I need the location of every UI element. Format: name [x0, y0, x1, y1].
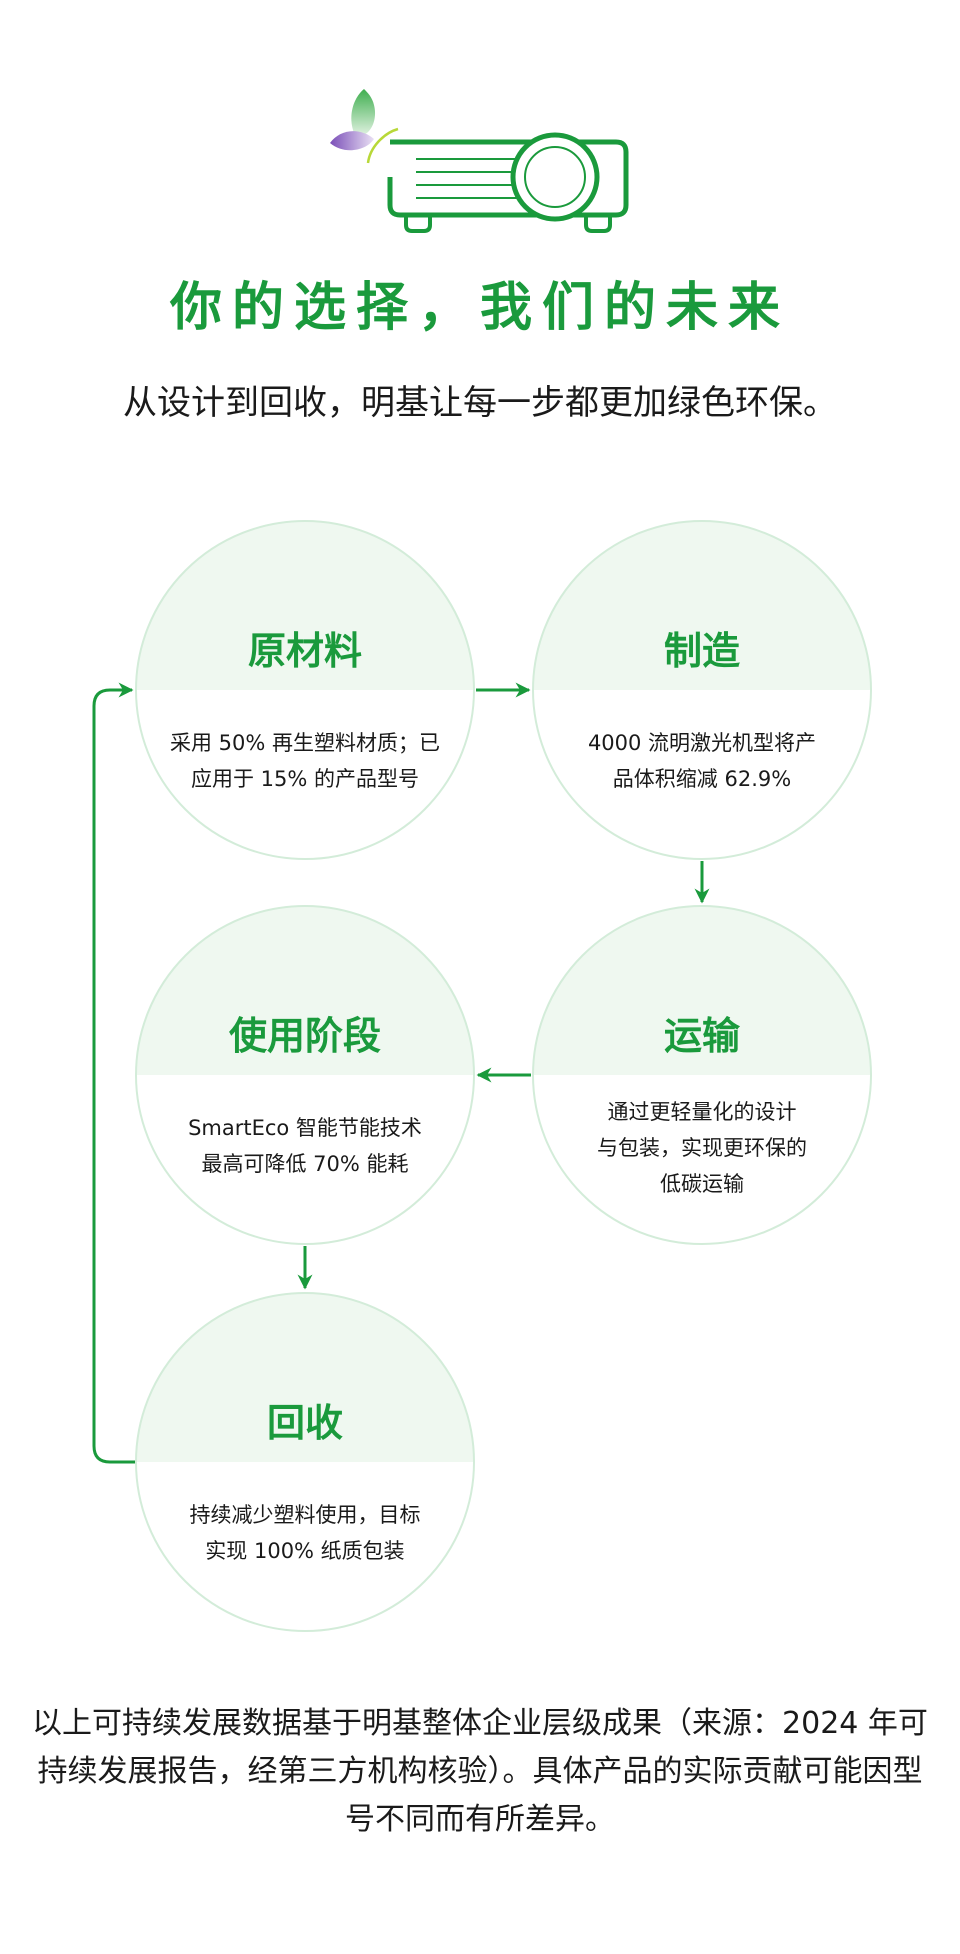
stage-usage: 使用阶段 SmartEco 智能节能技术 最高可降低 70% 能耗	[135, 905, 475, 1245]
footnote: 以上可持续发展数据基于明基整体企业层级成果（来源：2024 年可持续发展报告，经…	[32, 1706, 928, 1837]
stage-title: 使用阶段	[228, 1014, 381, 1058]
projector-lens-inner	[524, 146, 586, 208]
page-title: 你的选择，我们的未来	[169, 278, 790, 338]
purple-leaf	[330, 131, 374, 151]
green-leaf	[351, 89, 376, 137]
stage-description: 持续减少塑料使用，目标 实现 100% 纸质包装	[189, 1503, 421, 1563]
stage-raw-materials: 原材料 采用 50% 再生塑料材质；已 应用于 15% 的产品型号	[135, 520, 475, 860]
eco-projector-icon	[330, 89, 629, 233]
stage-description: 采用 50% 再生塑料材质；已 应用于 15% 的产品型号	[169, 731, 441, 791]
leaf-stem	[366, 127, 399, 164]
stage-manufacturing: 制造 4000 流明激光机型将产 品体积缩减 62.9%	[532, 520, 872, 860]
stage-transport: 运输 通过更轻量化的设计 与包装，实现更环保的 低碳运输	[532, 905, 872, 1245]
stage-title: 回收	[266, 1401, 343, 1445]
stage-recycling: 回收 持续减少塑料使用，目标 实现 100% 纸质包装	[135, 1292, 475, 1632]
projector-foot	[584, 215, 612, 233]
stage-title: 运输	[663, 1014, 740, 1058]
page-subtitle: 从设计到回收，明基让每一步都更加绿色环保。	[123, 383, 837, 423]
projector-body	[387, 139, 629, 218]
stage-description: 通过更轻量化的设计 与包装，实现更环保的 低碳运输	[597, 1100, 807, 1196]
stage-title: 制造	[663, 629, 740, 673]
stage-description: 4000 流明激光机型将产 品体积缩减 62.9%	[587, 731, 817, 791]
projector-foot	[404, 215, 432, 233]
arrow-recycling-to-materials	[92, 682, 136, 1464]
stage-title: 原材料	[247, 629, 362, 673]
stage-description: SmartEco 智能节能技术 最高可降低 70% 能耗	[188, 1116, 422, 1176]
